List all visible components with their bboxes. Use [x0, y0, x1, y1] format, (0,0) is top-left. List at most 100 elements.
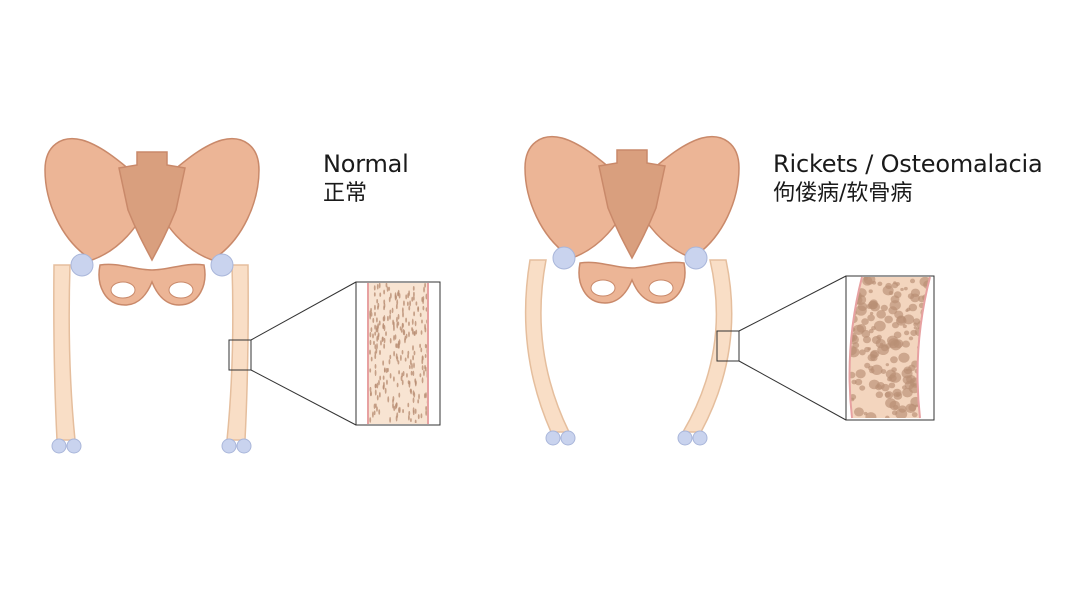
pore-dot: [383, 324, 386, 332]
pore-dot: [372, 333, 374, 339]
pore-hole: [898, 352, 910, 363]
pore-dot: [382, 360, 385, 366]
pore-dot: [374, 304, 376, 311]
pore-hole: [859, 385, 866, 391]
pore-dot: [419, 343, 422, 348]
pore-dot: [413, 392, 416, 398]
pore-dot: [388, 286, 391, 291]
pore-hole: [871, 364, 883, 376]
pore-dot: [421, 365, 424, 371]
pore-dot: [396, 343, 399, 349]
pore-dot: [376, 343, 378, 350]
pore-dot: [373, 285, 376, 291]
pore-hole: [868, 300, 878, 310]
pore-dot: [374, 324, 377, 330]
pore-hole: [898, 405, 907, 413]
pore-dot: [414, 320, 417, 327]
pore-hole: [884, 315, 893, 324]
pore-dot: [412, 345, 414, 351]
rickets-right-femur: [677, 246, 733, 446]
pore-dot: [389, 314, 391, 320]
pore-dot: [385, 283, 388, 288]
pore-dot: [383, 381, 385, 388]
pore-dot: [424, 353, 427, 359]
pore-hole: [868, 328, 874, 334]
pore-hole: [891, 410, 898, 416]
pore-hole: [885, 369, 896, 379]
pore-dot: [389, 354, 392, 360]
pore-dot: [402, 312, 404, 318]
pore-dot: [369, 331, 372, 338]
pore-dot: [369, 339, 372, 346]
rickets-left-femur-lateral-condyle: [560, 430, 576, 446]
pore-hole: [869, 368, 875, 374]
pore-dot: [411, 318, 414, 325]
pore-dot: [413, 362, 415, 369]
pore-dot: [388, 359, 391, 365]
pore-dot: [407, 350, 410, 355]
pore-hole: [876, 382, 885, 390]
pore-hole: [865, 412, 877, 418]
pore-dot: [412, 397, 415, 404]
pore-dot: [372, 411, 374, 418]
pore-dot: [374, 331, 377, 336]
normal-label-en: Normal: [323, 150, 409, 178]
pore-hole: [864, 346, 871, 353]
pore-dot: [379, 375, 382, 381]
pore-dot: [376, 394, 379, 401]
normal-skeleton: [44, 138, 260, 454]
pore-dot: [391, 307, 394, 314]
rickets-right-femur-lateral-condyle: [692, 430, 708, 446]
pore-hole: [902, 340, 910, 348]
pore-hole: [901, 368, 913, 379]
normal-bone-section: [368, 283, 428, 424]
sacrum: [118, 151, 186, 262]
pore-dot: [412, 286, 415, 291]
pore-dot: [377, 302, 380, 308]
pore-dot: [395, 402, 398, 407]
pore-dot: [374, 363, 377, 369]
normal-left-femur-lateral-condyle: [66, 438, 82, 454]
pore-hole: [849, 345, 857, 356]
rickets-right-femur-medial-condyle: [677, 430, 693, 446]
pore-dot: [407, 354, 409, 359]
pore-dot: [389, 373, 392, 379]
pore-dot: [414, 408, 417, 414]
pore-dot: [413, 291, 415, 297]
pore-hole: [855, 369, 866, 379]
pore-dot: [393, 325, 395, 332]
pore-hole: [903, 286, 908, 291]
rickets-zoom-marker: [716, 330, 740, 362]
pore-dot: [410, 418, 412, 423]
pore-dot: [414, 419, 417, 423]
pore-dot: [374, 403, 377, 408]
pore-dot: [425, 406, 428, 411]
normal-bone-magnifier: [228, 281, 441, 426]
pore-hole: [891, 282, 899, 289]
pore-hole: [876, 334, 882, 340]
pore-dot: [385, 331, 387, 337]
pore-dot: [398, 370, 400, 375]
pore-dot: [402, 409, 404, 414]
pore-dot: [396, 412, 399, 419]
pore-hole: [900, 287, 904, 292]
normal-right-femur-shaft: [226, 264, 249, 441]
pore-hole: [893, 404, 899, 410]
pore-hole: [854, 378, 863, 386]
rickets-pelvis: [524, 136, 740, 304]
pore-hole: [863, 411, 868, 416]
pore-hole: [904, 380, 915, 390]
pore-dot: [410, 370, 413, 376]
pore-dot: [405, 333, 408, 339]
pore-dot: [374, 369, 377, 377]
pore-dot: [419, 312, 422, 318]
pore-hole: [853, 407, 864, 417]
pore-hole: [877, 281, 883, 287]
pore-dot: [398, 339, 401, 346]
pore-dot: [415, 301, 418, 306]
pore-hole: [889, 300, 901, 311]
pore-dot: [398, 392, 401, 398]
pore-dot: [384, 387, 387, 394]
pore-dot: [402, 371, 405, 377]
pore-dot: [417, 307, 420, 313]
